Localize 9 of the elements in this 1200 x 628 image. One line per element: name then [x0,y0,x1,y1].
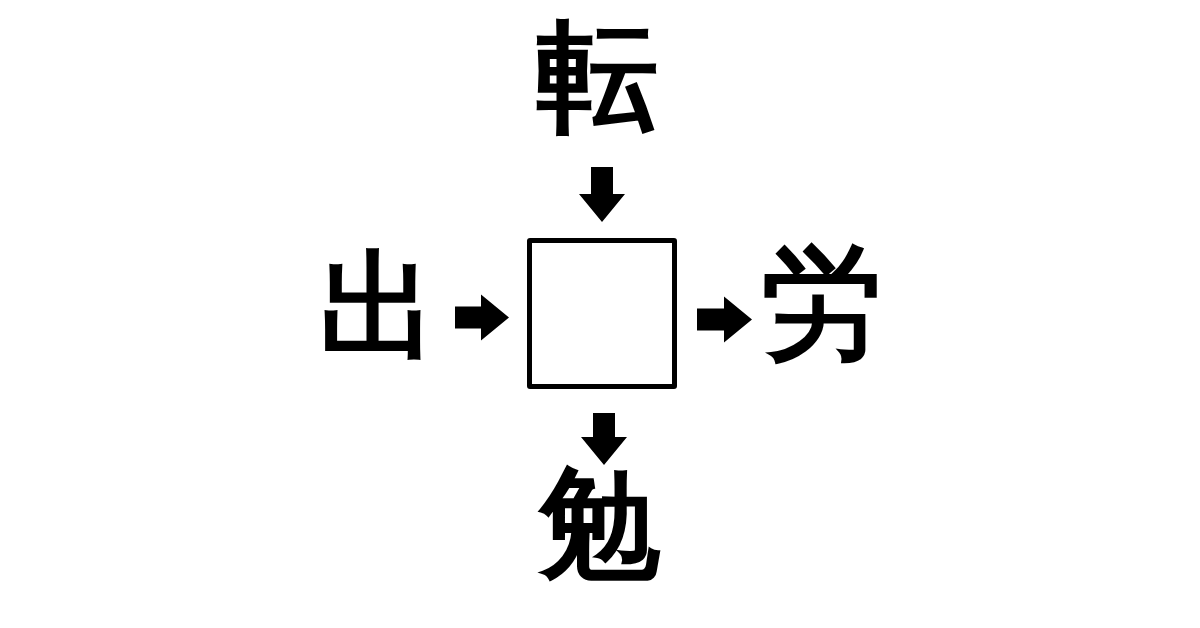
arrow [455,294,509,341]
arrow [579,167,625,222]
kanji-character: 労 [761,243,883,363]
kanji-character: 出 [318,247,438,365]
arrow [581,413,627,465]
arrow [697,296,752,343]
kanji-character: 勉 [539,463,661,585]
answer-box [527,238,677,389]
kanji-character: 転 [536,15,658,137]
